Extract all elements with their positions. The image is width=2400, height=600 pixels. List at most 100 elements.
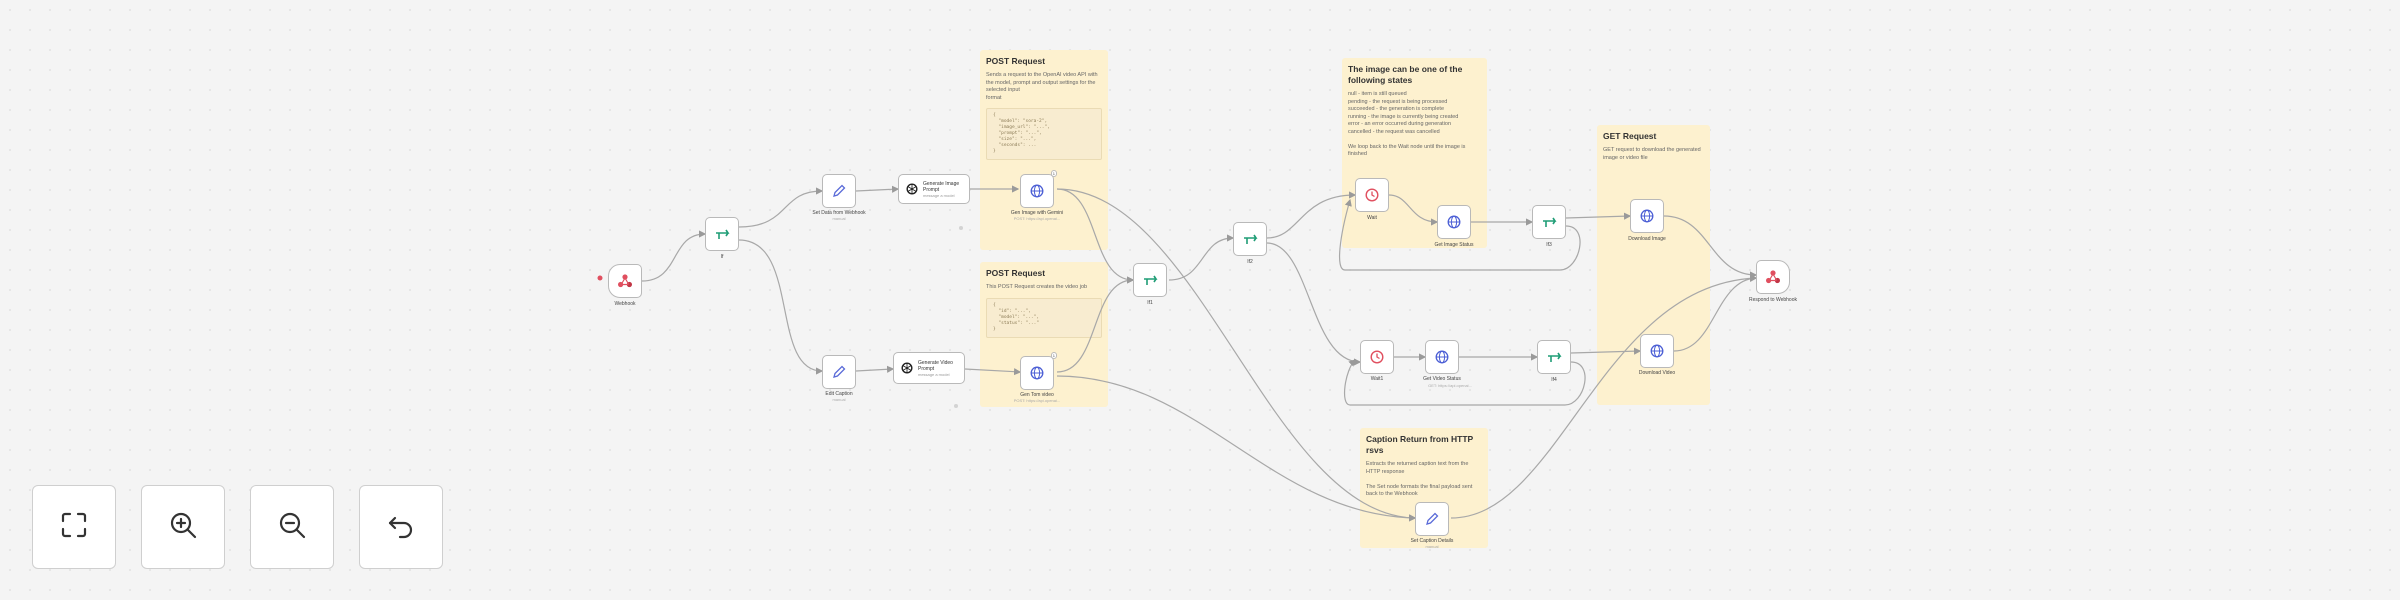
node-label: If4 (1551, 377, 1557, 383)
if-node-image-done[interactable] (1532, 205, 1566, 239)
zoom-out-button[interactable] (250, 485, 334, 569)
if-node-input[interactable] (705, 217, 739, 251)
connection (1673, 274, 1758, 352)
node-label: Get Video Status (1423, 376, 1461, 382)
node-label: Set Data from Webhook (812, 210, 866, 216)
canvas-controls (32, 485, 443, 569)
http-request-node-video[interactable]: 1 (1020, 352, 1057, 390)
node-label: Wait (1367, 215, 1377, 221)
node-label: If (720, 254, 724, 260)
node-subtitle: POST: https://api.openai... (1013, 398, 1061, 403)
sticky-body: This POST Request creates the video job (986, 284, 1088, 290)
sticky-body: GET request to download the generated im… (1603, 147, 1701, 161)
node-label: Gen Image with Gemini (1010, 210, 1064, 216)
node-label: If3 (1546, 242, 1552, 248)
node-label: Respond to Webhook (1749, 297, 1797, 303)
connection (855, 185, 900, 193)
pencil-icon (831, 183, 847, 199)
sticky-note-status[interactable]: The image can be one of the following st… (1342, 58, 1487, 248)
connection (1570, 347, 1642, 355)
sticky-code: { "id": "...", "model": "...", "status":… (986, 297, 1102, 338)
sticky-code: { "model": "sora-2", "image_url": "...",… (986, 108, 1102, 160)
zoom-to-fit-button[interactable] (32, 485, 116, 569)
clock-icon (1369, 349, 1385, 365)
pencil-icon (1424, 511, 1440, 527)
webhook-icon (617, 273, 633, 289)
sticky-title: The image can be one of the following st… (1348, 64, 1463, 85)
if-icon (1541, 214, 1557, 230)
execution-count-badge: 1 (1050, 170, 1057, 177)
connection (1663, 215, 1758, 279)
zoom-in-button[interactable] (141, 485, 225, 569)
clock-icon (1364, 187, 1380, 203)
sticky-title: GET Request (1603, 131, 1657, 141)
openai-icon (905, 182, 919, 196)
connection (1056, 188, 1417, 522)
sticky-body: Extracts the returned caption text from … (1366, 461, 1473, 497)
globe-icon (1029, 183, 1045, 199)
node-subtitle: manual (832, 397, 846, 402)
if-icon (714, 226, 730, 242)
download-image-node[interactable] (1630, 199, 1664, 233)
node-label: Wait1 (1370, 376, 1384, 382)
fit-view-icon (59, 510, 89, 545)
wait-node-image[interactable] (1355, 178, 1389, 212)
wait-node-video[interactable] (1360, 340, 1394, 374)
globe-icon (1029, 365, 1045, 381)
set-caption-node[interactable] (1415, 502, 1449, 536)
generate-image-prompt-node[interactable]: Generate Image Prompt message a model (898, 174, 970, 204)
connection (1056, 276, 1135, 373)
globe-icon (1446, 214, 1462, 230)
connection (855, 365, 895, 373)
get-video-status-node[interactable] (1425, 340, 1459, 374)
reset-zoom-button[interactable] (359, 485, 443, 569)
if-node-type[interactable] (1233, 222, 1267, 256)
generate-video-prompt-node[interactable]: Generate Video Prompt message a model (893, 352, 965, 384)
sticky-note-post-image[interactable]: POST Request Sends a request to the Open… (980, 50, 1108, 250)
node-subtitle: GET: https://api.openai... (1428, 383, 1472, 388)
http-request-node-image[interactable]: 1 (1020, 170, 1057, 208)
node-label: Set Caption Details (1410, 538, 1454, 544)
connection (738, 239, 824, 375)
node-title-line2: Prompt (923, 186, 940, 193)
node-title: Generate Video (918, 359, 953, 366)
globe-icon (1639, 208, 1655, 224)
undo-icon (386, 510, 416, 545)
execution-count-badge: 1 (1050, 352, 1057, 359)
connection (1168, 234, 1235, 281)
if-node-video-done[interactable] (1537, 340, 1571, 374)
node-label: Gen Tom video (1020, 392, 1054, 398)
download-video-node[interactable] (1640, 334, 1674, 368)
pencil-icon (831, 364, 847, 380)
connection (1056, 375, 1417, 522)
node-title: Generate Image (923, 180, 960, 187)
connection (1338, 198, 1581, 271)
set-data-node-video[interactable] (822, 355, 856, 389)
sticky-title: Caption Return from HTTP rsvs (1366, 434, 1474, 455)
node-label: If2 (1247, 259, 1253, 265)
zoom-in-icon (168, 510, 198, 545)
get-image-status-node[interactable] (1437, 205, 1471, 239)
node-label: If1 (1147, 300, 1153, 306)
connection (1343, 359, 1586, 406)
connection (738, 187, 824, 228)
sticky-title: POST Request (986, 56, 1046, 66)
node-subtitle: message a model (918, 371, 950, 377)
if-icon (1546, 349, 1562, 365)
sticky-title: POST Request (986, 268, 1046, 278)
if-node-merge[interactable] (1133, 263, 1167, 297)
webhook-node[interactable] (608, 264, 642, 298)
connection (1266, 242, 1362, 366)
zoom-out-icon (277, 510, 307, 545)
globe-icon (1649, 343, 1665, 359)
sticky-body: Sends a request to the OpenAI video API … (986, 72, 1098, 101)
openai-icon (900, 361, 914, 375)
sticky-body: null - item is still queued pending - th… (1348, 91, 1466, 157)
respond-to-webhook-node[interactable] (1756, 260, 1790, 294)
node-subtitle: message a model (923, 192, 955, 198)
set-data-node-image[interactable] (822, 174, 856, 208)
node-label: Download Video (1638, 370, 1676, 376)
node-label: Webhook (614, 301, 636, 307)
